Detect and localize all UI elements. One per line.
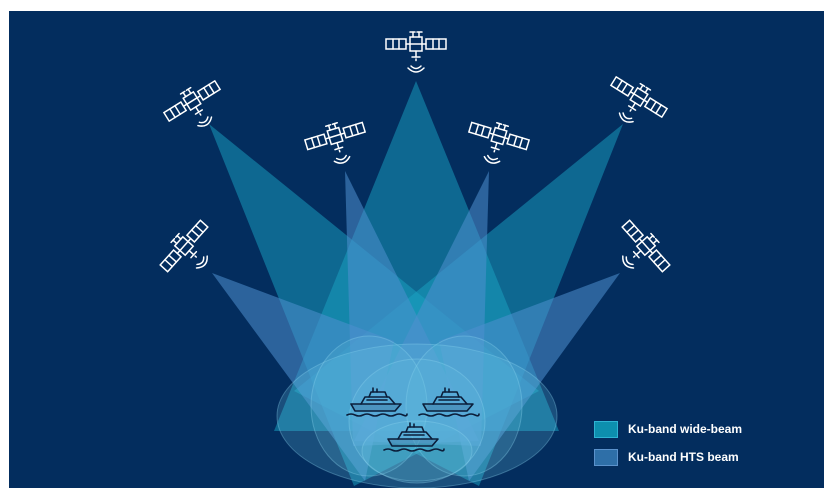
footprint-bottom [362, 421, 472, 481]
coverage-scene [9, 11, 824, 488]
legend-swatch-hts-beam [594, 449, 618, 466]
legend-label-hts-beam: Ku-band HTS beam [628, 450, 739, 464]
legend-swatch-wide-beam [594, 421, 618, 438]
diagram-canvas: Ku-band wide-beam Ku-band HTS beam [9, 11, 824, 488]
satellite-upper-left-icon [160, 75, 232, 141]
legend-item-hts-beam: Ku-band HTS beam [594, 447, 742, 467]
legend: Ku-band wide-beam Ku-band HTS beam [594, 419, 742, 475]
satellite-upper-right-icon [599, 71, 671, 137]
legend-item-wide-beam: Ku-band wide-beam [594, 419, 742, 439]
satellite-lower-left-icon [155, 216, 225, 287]
satellite-inner-left-icon [303, 116, 372, 172]
satellite-inner-right-icon [462, 116, 531, 172]
satellite-top-center-icon [386, 32, 446, 72]
legend-label-wide-beam: Ku-band wide-beam [628, 422, 742, 436]
